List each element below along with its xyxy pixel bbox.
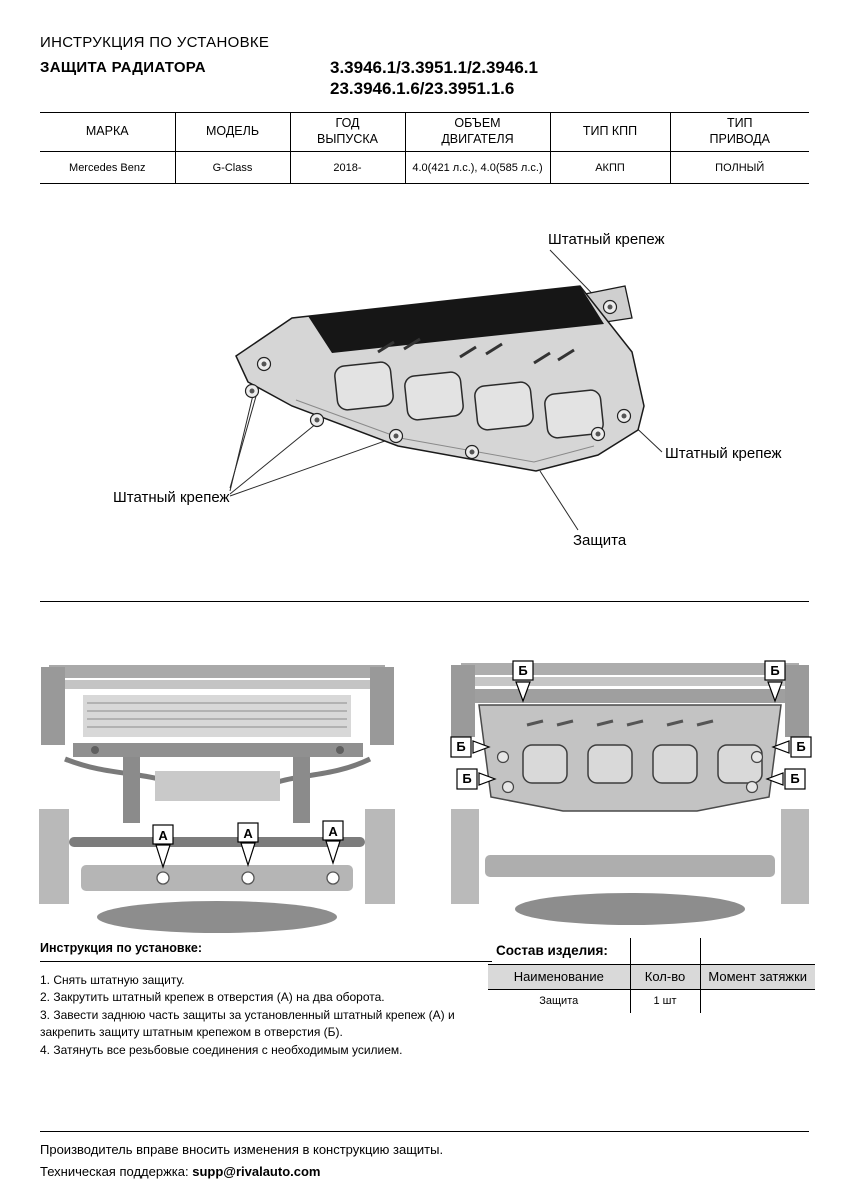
composition-header-name: Наименование (488, 964, 630, 990)
spec-value-row: Mercedes Benz G-Class 2018- 4.0(421 л.с.… (40, 151, 809, 184)
composition-data-row: Защита 1 шт (488, 989, 815, 1013)
footer: Производитель вправе вносить изменения в… (40, 1131, 809, 1179)
shield-cutout-3 (474, 381, 534, 431)
instruction-step-2: 2. Закрутить штатный крепеж в отверстия … (40, 990, 385, 1005)
instruction-step-1: 1. Снять штатную защиту. (40, 973, 185, 987)
bolt-holes (244, 356, 632, 460)
photo-before-svg: А А А (35, 659, 400, 937)
photo-after-svg: Б Б Б Б Б (445, 659, 815, 937)
spec-value-brand: Mercedes Benz (40, 151, 175, 184)
doc-header: ИНСТРУКЦИЯ ПО УСТАНОВКЕ ЗАЩИТА РАДИАТОРА (40, 34, 269, 76)
label-shield: Защита (573, 532, 627, 549)
leader-fastener-left-4 (229, 436, 397, 497)
shield-cutout-4 (544, 389, 604, 439)
bolt-hole (616, 408, 632, 424)
bolt-hole (244, 383, 260, 399)
footer-support: Техническая поддержка: supp@rivalauto.co… (40, 1164, 809, 1179)
chassis-structure (39, 665, 395, 933)
svg-text:Б: Б (462, 771, 471, 786)
part-numbers-line1: 3.3946.1/3.3951.1/2.3946.1 (330, 58, 538, 77)
marker-b: Б (764, 660, 786, 703)
installation-photo-before: А А А (35, 659, 400, 937)
spec-value-model: G-Class (174, 151, 290, 184)
svg-text:Б: Б (518, 663, 527, 678)
spec-header-engine: ОБЪЕМ ДВИГАТЕЛЯ (404, 112, 550, 152)
marker-b: Б (450, 736, 491, 758)
label-fastener-right: Штатный крепеж (665, 445, 782, 462)
marker-b: Б (771, 736, 812, 758)
marker-b: Б (456, 768, 497, 790)
composition-table: Состав изделия: Наименование Кол-во Моме… (488, 938, 815, 1013)
shield-diagram-svg: Штатный крепеж Штатный крепеж Штатный кр… (113, 231, 782, 549)
chassis-structure (451, 663, 809, 925)
shield-diagram: Штатный крепеж Штатный крепеж Штатный кр… (40, 224, 809, 576)
composition-value-torque (699, 989, 815, 1013)
shield-cutout-1 (334, 361, 394, 411)
svg-text:Б: Б (456, 739, 465, 754)
leader-fastener-left-3 (229, 422, 318, 495)
svg-text:Б: Б (796, 739, 805, 754)
spec-value-gearbox: АКПП (549, 151, 670, 184)
shield-plate (235, 285, 645, 472)
doc-title: ИНСТРУКЦИЯ ПО УСТАНОВКЕ (40, 34, 270, 51)
shield-cutout-2 (404, 371, 464, 421)
spec-value-drive: ПОЛНЫЙ (669, 151, 809, 184)
composition-header-row: Наименование Кол-во Момент затяжки (488, 964, 815, 990)
composition-section: Состав изделия: Наименование Кол-во Моме… (488, 938, 815, 1013)
installed-shield (478, 704, 782, 812)
doc-subtitle: ЗАЩИТА РАДИАТОРА (40, 59, 206, 76)
installation-photo-after: Б Б Б Б Б (445, 659, 815, 937)
spec-value-year: 2018- (289, 151, 405, 184)
vent-slots (377, 337, 575, 365)
part-numbers: 3.3946.1/3.3951.1/2.3946.1 23.3946.1.6/2… (330, 57, 538, 99)
label-fastener-top: Штатный крепеж (548, 231, 665, 248)
marker-a: А (237, 822, 259, 867)
bolt-hole (590, 426, 606, 442)
composition-value-qty: 1 шт (629, 989, 700, 1013)
spec-value-engine: 4.0(421 л.с.), 4.0(585 л.с.) (404, 151, 550, 184)
svg-text:А: А (243, 826, 253, 841)
composition-header-qty: Кол-во (629, 964, 700, 990)
svg-text:Б: Б (770, 663, 779, 678)
composition-title-spacer (699, 938, 815, 965)
spec-header-brand: МАРКА (40, 112, 175, 152)
part-numbers-line2: 23.3946.1.6/23.3951.1.6 (330, 79, 515, 98)
instruction-step-4: 4. Затянуть все резьбовые соединения с н… (40, 1042, 403, 1057)
section-divider (40, 601, 809, 602)
spec-header-row: МАРКА МОДЕЛЬ ГОД ВЫПУСКА ОБЪЕМ ДВИГАТЕЛЯ… (40, 112, 809, 152)
label-fastener-left: Штатный крепеж (113, 489, 230, 506)
instructions-section: Инструкция по установке: 1. Снять штатну… (40, 941, 492, 1059)
svg-text:А: А (158, 828, 168, 843)
leader-lines (229, 249, 663, 531)
marker-b: Б (765, 768, 806, 790)
composition-header-torque: Момент затяжки (699, 964, 815, 990)
vehicle-spec-table: МАРКА МОДЕЛЬ ГОД ВЫПУСКА ОБЪЕМ ДВИГАТЕЛЯ… (40, 112, 809, 184)
leader-fastener-left-2 (229, 394, 254, 492)
shield-cutouts (334, 361, 604, 439)
support-email: supp@rivalauto.com (192, 1164, 321, 1179)
bolt-hole (464, 444, 480, 460)
marker-b: Б (512, 660, 534, 703)
composition-value-name: Защита (539, 995, 579, 1008)
leader-shield (539, 470, 579, 531)
spec-header-gearbox: ТИП КПП (549, 112, 670, 152)
footer-disclaimer: Производитель вправе вносить изменения в… (40, 1142, 444, 1157)
support-label: Техническая поддержка: (40, 1164, 189, 1179)
spec-header-drive: ТИП ПРИВОДА (669, 112, 809, 152)
marker-a: А (152, 824, 174, 869)
bolt-hole (309, 412, 325, 428)
composition-title: Состав изделия: (488, 938, 630, 965)
instructions-title: Инструкция по установке: (40, 941, 492, 962)
bolt-hole (256, 356, 272, 372)
svg-text:Б: Б (790, 771, 799, 786)
instruction-step-3: 3. Завести заднюю часть защиты за устано… (40, 1007, 455, 1040)
bolt-hole (388, 428, 404, 444)
spec-header-model: МОДЕЛЬ (174, 112, 290, 152)
composition-title-spacer (629, 938, 700, 965)
spec-header-year: ГОД ВЫПУСКА (289, 112, 405, 152)
composition-title-row: Состав изделия: (488, 938, 815, 965)
shield-dark-band (308, 286, 604, 353)
svg-text:А: А (328, 824, 338, 839)
marker-a: А (322, 820, 344, 865)
